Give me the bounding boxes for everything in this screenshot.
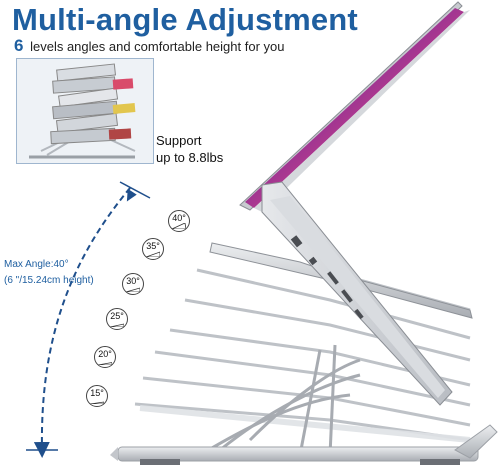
capacity-text: Support up to 8.8lbs — [156, 132, 223, 166]
angle-badge-25: 25° — [106, 308, 128, 330]
stand-base — [110, 424, 498, 465]
angle-wedge-icon — [90, 401, 104, 404]
page-title: Multi-angle Adjustment — [12, 2, 358, 37]
capacity-line-2: up to 8.8lbs — [156, 150, 224, 165]
angle-badge-15: 15° — [86, 385, 108, 407]
capacity-photo — [16, 58, 154, 164]
stand-legs — [199, 344, 361, 457]
subtitle-number: 6 — [14, 36, 24, 55]
angle-label-40: 40° — [172, 213, 186, 223]
angle-wedge-icon — [110, 323, 124, 327]
subtitle: 6 levels angles and comfortable height f… — [14, 36, 284, 56]
book-stack — [50, 63, 136, 145]
subtitle-text: levels angles and comfortable height for… — [30, 39, 285, 54]
angle-label-30: 30° — [126, 276, 140, 286]
max-angle-line-2: (6 "/15.24cm height) — [4, 275, 94, 286]
angle-badge-20: 20° — [94, 346, 116, 368]
angle-wedge-icon — [172, 223, 186, 229]
angle-label-35: 35° — [146, 241, 160, 251]
laptop — [239, 1, 470, 406]
angle-label-20: 20° — [98, 349, 112, 359]
angle-label-15: 15° — [90, 388, 104, 398]
angle-badge-40: 40° — [168, 210, 190, 232]
curved-double-arrow-icon — [33, 187, 131, 458]
angle-label-25: 25° — [110, 311, 124, 321]
angle-wedge-icon — [146, 251, 160, 257]
angle-badge-35: 35° — [142, 238, 164, 260]
max-angle-line-1: Max Angle:40° — [4, 259, 69, 270]
max-angle-text: Max Angle:40° (6 "/15.24cm height) — [4, 257, 124, 289]
angle-wedge-icon — [126, 287, 140, 292]
angle-wedge-icon — [98, 362, 112, 365]
capacity-line-1: Support — [156, 133, 202, 148]
angle-badge-30: 30° — [122, 273, 144, 295]
